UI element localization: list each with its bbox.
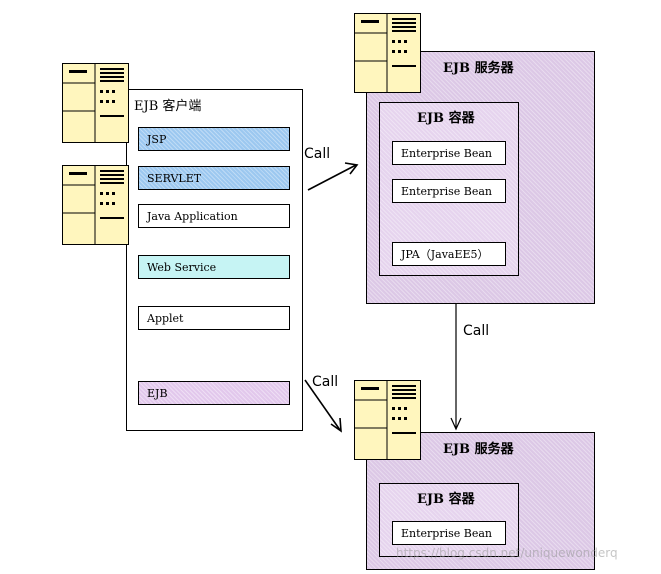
- call-label-top: Call: [304, 146, 331, 162]
- container-top-title: EJB 容器: [417, 111, 475, 126]
- enterprise-bean-1: Enterprise Bean: [392, 141, 506, 165]
- enterprise-bean-2: Enterprise Bean: [392, 179, 506, 203]
- computer-icon: [62, 63, 129, 143]
- client-item-applet: Applet: [138, 306, 290, 330]
- watermark: https://blog.csdn.net/uniquewonderq: [396, 546, 618, 560]
- enterprise-bean-bottom: Enterprise Bean: [392, 521, 506, 545]
- client-item-jsp: JSP: [138, 127, 290, 151]
- computer-icon: [62, 165, 129, 245]
- client-item-ejb: EJB: [138, 381, 290, 405]
- computer-icon: [354, 13, 421, 93]
- arrow-client-to-bottom-server: [304, 379, 341, 431]
- client-item-java-application: Java Application: [138, 204, 290, 228]
- server-top-title: EJB 服务器: [443, 61, 514, 76]
- computer-icon: [354, 380, 421, 460]
- client-item-servlet: SERVLET: [138, 166, 290, 190]
- client-title: EJB 客户端: [134, 99, 202, 114]
- client-item-web-service: Web Service: [138, 255, 290, 279]
- call-label-vertical: Call: [463, 323, 490, 339]
- call-label-bottom: Call: [312, 374, 339, 390]
- arrow-client-to-top-server: [307, 164, 357, 191]
- container-bottom-title: EJB 容器: [417, 492, 475, 507]
- jpa-item: JPA（JavaEE5）: [392, 242, 506, 266]
- server-bottom-title: EJB 服务器: [443, 442, 514, 457]
